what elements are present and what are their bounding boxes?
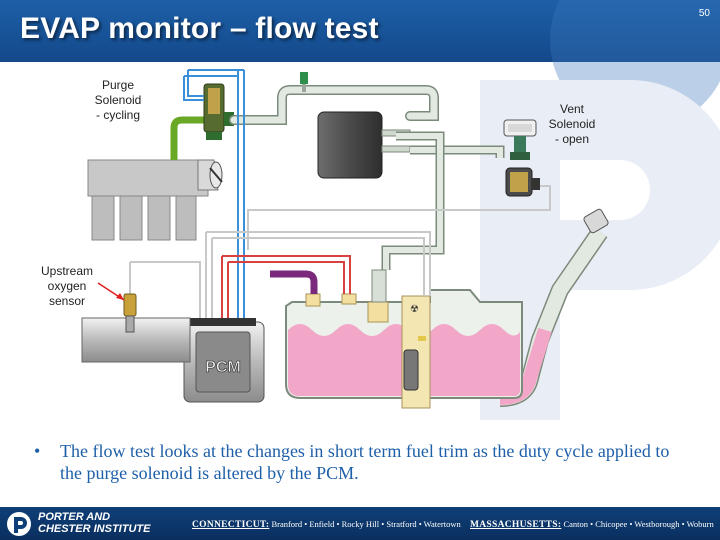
porter-chester-logo-icon	[7, 512, 31, 536]
green-fitting	[300, 72, 308, 84]
footer-bar: PORTER AND CHESTER INSTITUTE CONNECTICUT…	[0, 507, 720, 540]
page-number: 50	[698, 8, 710, 19]
purge-hose	[170, 116, 204, 160]
o2-sensor-label: Upstream oxygen sensor	[40, 264, 93, 308]
connecticut-label: CONNECTICUT:	[192, 520, 270, 530]
connecticut-locations: CONNECTICUT: Branford • Enfield • Rocky …	[192, 519, 461, 530]
purge-solenoid	[203, 83, 234, 140]
purple-hose	[270, 270, 318, 294]
fuel-pump-module: ☢	[401, 295, 431, 409]
company-name: PORTER AND CHESTER INSTITUTE	[38, 511, 151, 535]
charcoal-canister	[317, 111, 411, 179]
exhaust-pipe	[81, 317, 191, 363]
bullet-text: The flow test looks at the changes in sh…	[60, 441, 670, 483]
oxygen-sensor	[123, 293, 137, 333]
pcm-label: PCM	[205, 359, 241, 376]
vent-solenoid-label: Vent Solenoid - open	[548, 102, 596, 146]
connecticut-towns: Branford • Enfield • Rocky Hill • Stratf…	[271, 519, 461, 529]
massachusetts-locations: MASSACHUSETTS: Canton • Chicopee • Westb…	[470, 519, 714, 530]
massachusetts-label: MASSACHUSETTS:	[470, 520, 562, 530]
pcm-module	[183, 318, 265, 403]
purge-line	[229, 85, 439, 125]
intake-manifold	[87, 159, 223, 241]
svg-text:☢: ☢	[410, 304, 419, 315]
massachusetts-towns: Canton • Chicopee • Westborough • Woburn	[563, 519, 714, 529]
purge-solenoid-label: Purge Solenoid - cycling	[94, 78, 142, 122]
bullet-marker: •	[34, 441, 41, 461]
vent-solenoid	[503, 119, 540, 197]
slide-title: EVAP monitor – flow test	[20, 12, 379, 45]
title-bar	[0, 0, 720, 62]
